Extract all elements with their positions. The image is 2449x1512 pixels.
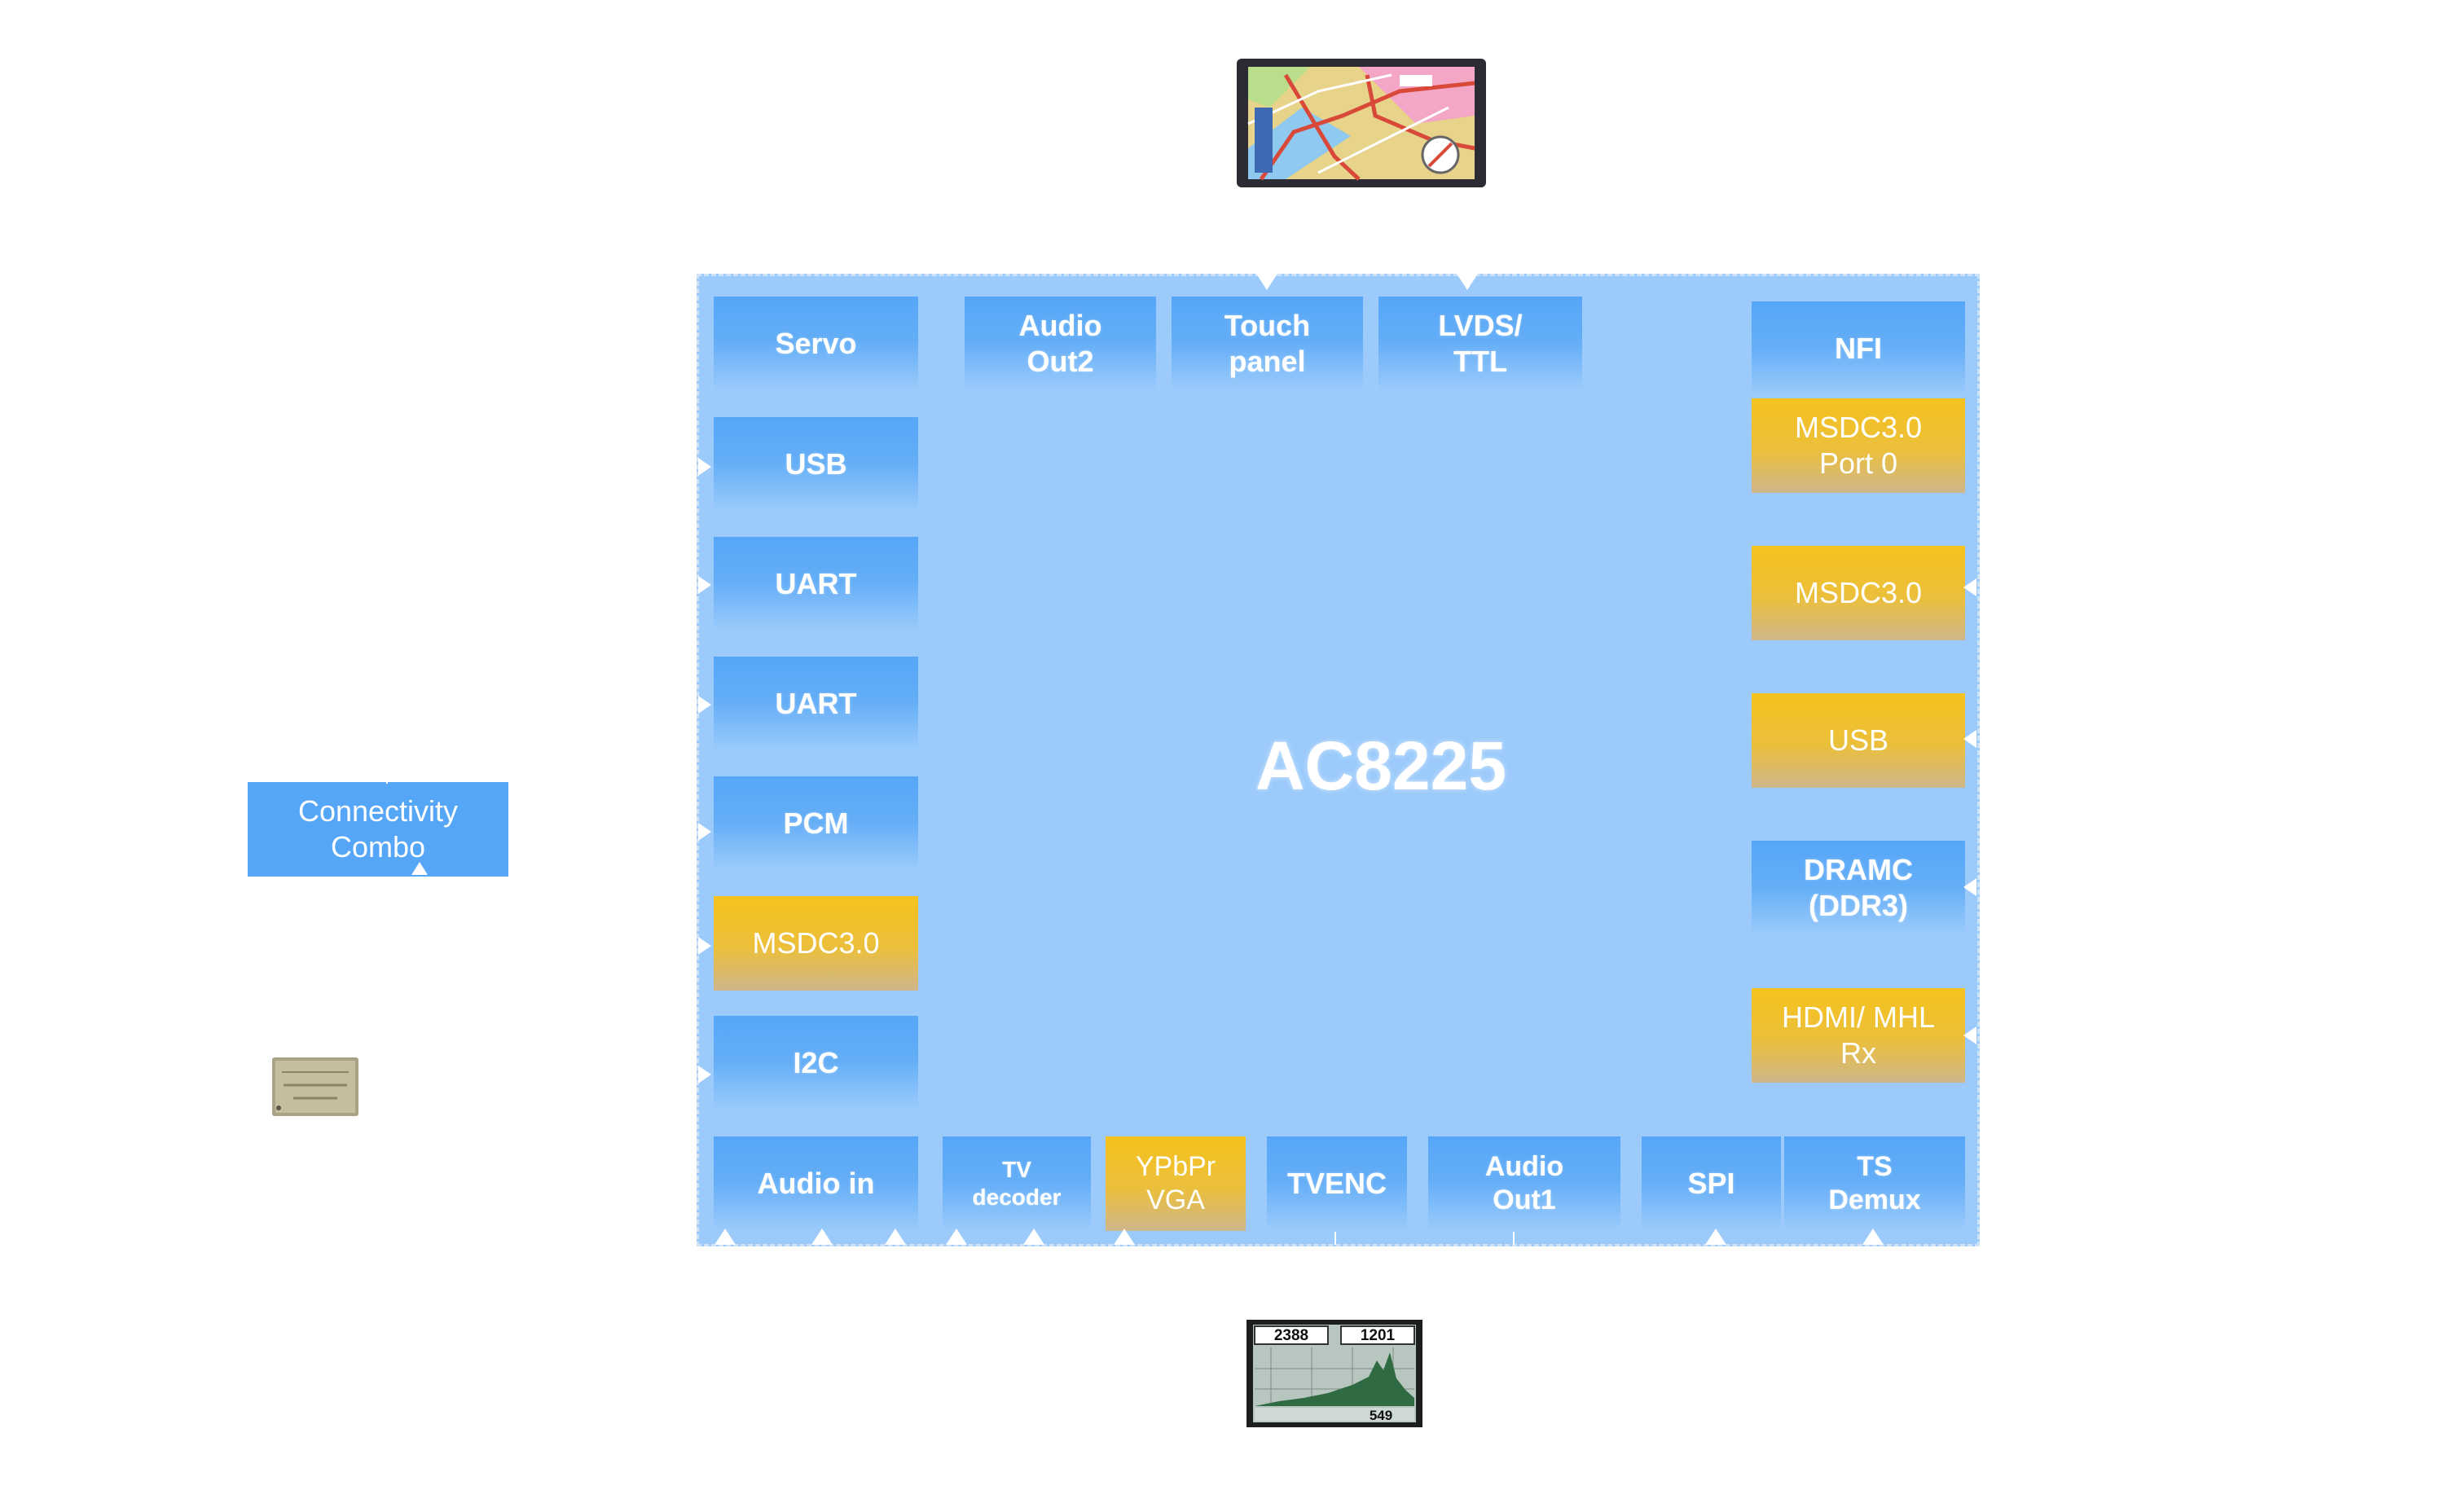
wireless-module-chip-icon [272,1057,358,1116]
block-ypbpr-vga: YPbPr VGA [1106,1136,1246,1231]
block-dramc-ddr3: DRAMC (DDR3) [1752,841,1965,935]
block-usb-left: USB [714,417,918,512]
block-lvds-ttl: LVDS/ TTL [1378,297,1582,391]
connector-arrow-left [698,576,711,594]
block-audio-out2: Audio Out2 [965,297,1156,391]
connector-arrow-bottom [811,1228,833,1245]
block-ts-demux: TS Demux [1784,1136,1965,1231]
block-usb-right: USB [1752,693,1965,788]
block-touch-panel: Touch panel [1172,297,1363,391]
connector-arrow-left [698,696,711,714]
block-audio-in: Audio in [714,1136,918,1231]
connector-arrow-right [1963,878,1976,896]
connector-tick [1513,1232,1515,1245]
block-msdc-port0: MSDC3.0 Port 0 [1752,398,1965,493]
connector-arrow-right [1963,578,1976,596]
connector-arrow-bottom [1705,1228,1726,1245]
navigation-map-display-icon [1237,59,1486,187]
connector-arrow-left [698,823,711,841]
external-connectivity-combo: Connectivity Combo [248,782,508,877]
meter-right-value: 1201 [1360,1327,1396,1344]
signal-meter-screen-icon [1246,1320,1422,1427]
block-hdmi-mhl-rx: HDMI/ MHL Rx [1752,988,1965,1083]
block-i2c: I2C [714,1016,918,1110]
block-servo: Servo [714,297,918,391]
block-nfi: NFI [1752,301,1965,396]
meter-bottom-value: 549 [1369,1408,1393,1423]
connector-arrow-top [1457,274,1478,290]
connector-tick [1334,1232,1336,1245]
connector-arrow-bottom [1862,1228,1884,1245]
connector-arrow-left [698,1066,711,1083]
chip-name: AC8225 [1255,727,1507,804]
connector-arrow-top [1256,274,1277,290]
connector-arrow-left [698,937,711,955]
connector-arrow-right [1963,1026,1976,1044]
connector-arrow-bottom [946,1228,967,1245]
block-tvenc: TVENC [1267,1136,1407,1231]
block-spi: SPI [1642,1136,1781,1231]
meter-left-value: 2388 [1273,1327,1309,1344]
connector-tick [386,779,388,784]
block-tv-decoder: TV decoder [943,1136,1091,1231]
connector-arrow-bottom [885,1228,906,1245]
connector-arrow-bottom [1023,1228,1044,1245]
block-msdc-right: MSDC3.0 [1752,546,1965,640]
block-pcm: PCM [714,776,918,871]
connector-arrow-left [698,458,711,476]
block-uart-2: UART [714,657,918,751]
connector-arrow-right [1963,730,1976,748]
block-audio-out1: Audio Out1 [1428,1136,1620,1231]
connector-arrow-bottom [1114,1228,1135,1245]
connector-arrow-combo [411,862,428,875]
block-uart-1: UART [714,537,918,631]
connector-arrow-bottom [714,1228,736,1245]
block-msdc-left: MSDC3.0 [714,896,918,991]
